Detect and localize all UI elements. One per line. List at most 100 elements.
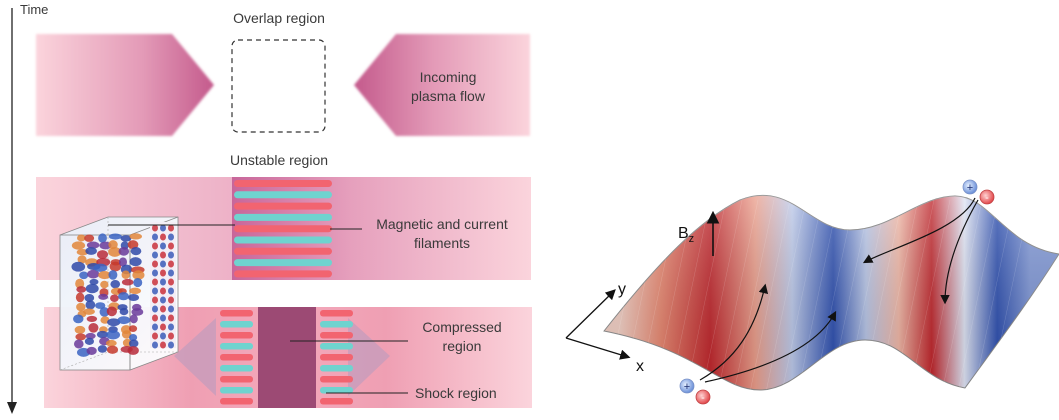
shock-stripe (320, 398, 353, 405)
shock-stripe (220, 398, 253, 405)
cube-filament-blob (129, 334, 138, 341)
cube-filament-blob (98, 271, 111, 280)
cube-filament-blob (131, 308, 144, 316)
cube-side-cell (160, 314, 166, 322)
cube-filament-blob (85, 300, 96, 310)
shock-stripe (320, 365, 353, 372)
cube-side-cell (168, 296, 174, 304)
filament-stripe (234, 225, 332, 233)
x-axis-arrow (565, 337, 631, 360)
shock-stripe (220, 343, 253, 350)
cube-side-cell (168, 323, 174, 331)
cube-side-cell (168, 251, 174, 259)
cube-filament-blob (75, 333, 87, 341)
surface-mesh-line (765, 199, 807, 390)
cube-filament-blob (99, 241, 112, 250)
cube-filament-blob (133, 277, 143, 288)
cube-filament-blob (95, 302, 106, 309)
cube-filament-blob (73, 314, 84, 324)
cube-filament-blob (86, 346, 97, 355)
surface-mesh-line (973, 199, 1015, 390)
cube-filament-blob (120, 235, 132, 242)
cube-side-cell (168, 269, 174, 277)
shock-stripe (220, 365, 253, 372)
negative-charge-icon (695, 389, 711, 405)
cube-filament-blob (127, 294, 140, 301)
unstable-region-label: Unstable region (229, 152, 329, 168)
cube-side-cell (160, 233, 166, 241)
incoming-flow-right (354, 34, 530, 136)
cube-filament-blob (107, 318, 121, 327)
cube-filament-blob (74, 325, 86, 334)
cube-side-cell (152, 269, 158, 277)
cube-side-cell (168, 278, 174, 286)
cube-filament-blob (118, 247, 130, 256)
cube-side-cell (160, 287, 166, 295)
cube-side-cell (168, 242, 174, 250)
shock-stripes-right (320, 310, 353, 405)
cube-filament-blob (106, 306, 117, 317)
svg-text:+: + (684, 381, 690, 393)
cube-side-cell (168, 332, 174, 340)
surface-mesh-line (685, 199, 727, 390)
cube-filament-blob (84, 293, 95, 302)
shock-stripe (320, 376, 353, 383)
cube-filament-blob (119, 307, 129, 316)
cube-side-cell (168, 305, 174, 313)
cube-filament-blob (117, 316, 131, 325)
cube-filament-blob (77, 255, 87, 264)
x-axis-label: x (636, 358, 644, 375)
compressed-region-label: Compressed region (422, 319, 502, 354)
overlap-region-box (231, 39, 326, 133)
charge-pair-top: + - (962, 179, 995, 205)
filament-stripe (234, 236, 332, 244)
cube-filament-blob (98, 293, 109, 300)
time-label: Time (20, 2, 49, 17)
cube-filament-blob (106, 345, 119, 354)
charge-pair-bottom: + - (679, 378, 711, 405)
cube-side-cell (160, 341, 166, 349)
cube-side-cell (160, 251, 166, 259)
filament-stripe (234, 202, 332, 210)
cube-side-cell (152, 296, 158, 304)
cube-filament-blob (85, 332, 96, 340)
cube-filament-blob (121, 330, 132, 339)
surface-mesh-line (957, 199, 999, 390)
cube-filament-blob (100, 280, 109, 289)
cube-filament-blob (129, 257, 142, 267)
cube-filament-blob (98, 233, 107, 243)
cube-filament-blob (130, 247, 142, 256)
surface-mesh-line (941, 199, 983, 390)
cube-filament-blob (96, 330, 108, 339)
cube-filament-blob (71, 241, 86, 250)
cube-side-cell (152, 224, 158, 232)
cube-side-cell (152, 242, 158, 250)
trajectory-arrow-2 (940, 199, 979, 305)
shock-region-label: Shock region (415, 385, 497, 401)
cube-filament-blob (127, 240, 139, 250)
cube-side-cell (160, 296, 166, 304)
cube-side-cell (160, 332, 166, 340)
simulation-cube (59, 216, 179, 371)
filament-stripes (234, 180, 332, 278)
cube-filament-blob (127, 346, 139, 355)
cube-filament-blob (97, 250, 108, 259)
cube-filament-blob (85, 283, 99, 294)
field-surface-diagram: Bz y x + - + - (565, 179, 1059, 405)
cube-filament-blob (118, 257, 128, 267)
shock-stripes-left (220, 310, 253, 405)
cube-side-cell (152, 332, 158, 340)
incoming-flow-left (36, 34, 214, 136)
surface-mesh-line (733, 199, 775, 390)
surface-mesh-line (797, 199, 839, 390)
shock-stripe (320, 387, 353, 394)
cube-filament-blob (110, 279, 121, 289)
cube-side-cell (160, 323, 166, 331)
bz-label: Bz (678, 225, 694, 245)
cube-side-cell (152, 251, 158, 259)
cube-side-cell (168, 224, 174, 232)
cube-side-cell (168, 287, 174, 295)
cube-filament-blob (128, 339, 139, 348)
negative-charge-icon (979, 189, 995, 205)
filaments-label: Magnetic and current filaments (376, 216, 508, 251)
